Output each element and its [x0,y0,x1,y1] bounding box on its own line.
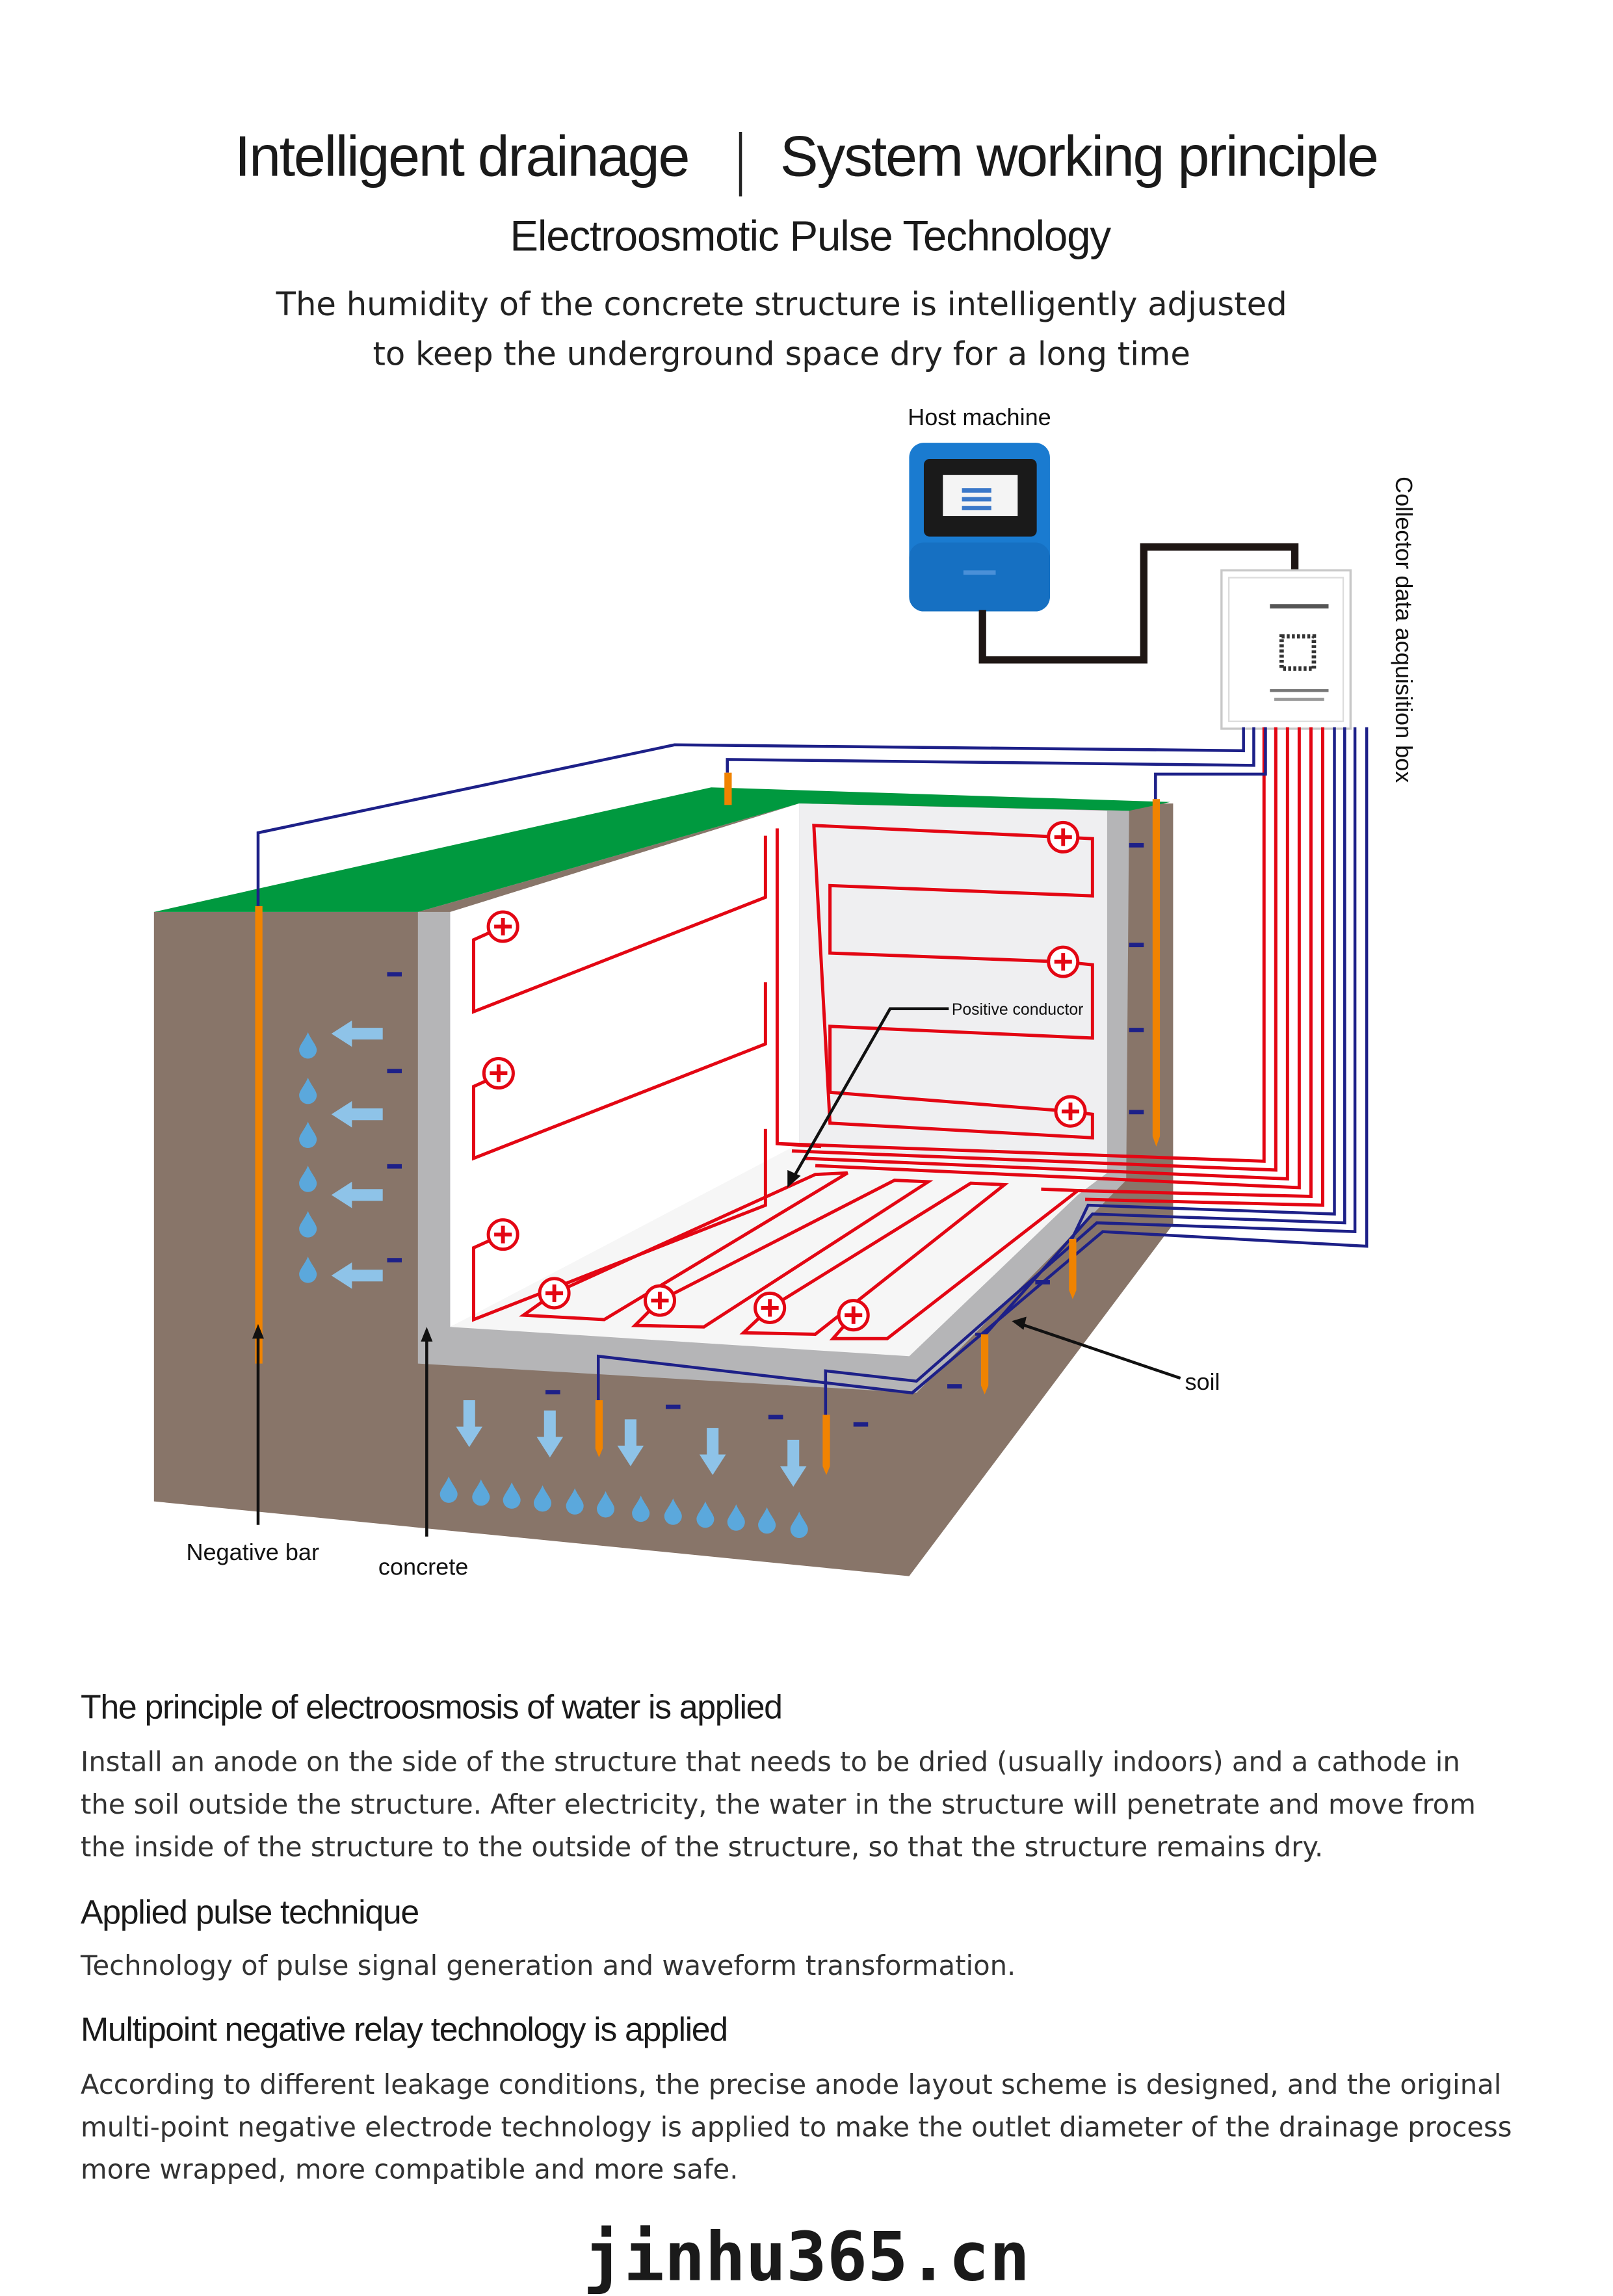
minus-icon [1129,1110,1144,1115]
water-drop-icon [299,1211,317,1238]
system-diagram: Host machine Collector data acquisition … [153,404,1417,1580]
title-left: Intelligent drainage [234,125,690,189]
negative-bars [255,772,1161,1476]
plus-icon [754,1291,787,1324]
section-text: According to different leakage condition… [81,2070,1502,2102]
left-arrow-icon [331,1262,383,1289]
minus-markers [387,842,1144,1427]
water-drop-icon [472,1479,490,1506]
subtitle: Electroosmotic Pulse Technology [510,214,1111,261]
callout-arrowheads [252,1169,1027,1342]
negative-bar-label: Negative bar [186,1539,319,1565]
section-text: multi-point negative electrode technolog… [81,2113,1512,2144]
interior-floor [450,1143,1107,1357]
plus-icon [643,1284,677,1317]
section-text: the soil outside the structure. After el… [81,1790,1476,1821]
interior-back-wall [799,803,1107,1173]
host-machine [909,443,1050,612]
minus-icon [1129,943,1144,948]
plus-icon [1047,945,1080,978]
description-line: to keep the underground space dry for a … [373,337,1190,374]
host-cable [978,543,1299,664]
anode-feed-wires [777,727,1324,1207]
water-drop-icon [299,1121,317,1149]
minus-icon [853,1422,869,1427]
plus-icon [538,1277,571,1310]
minus-icon [387,1258,402,1262]
section-text: more wrapped, more compatible and more s… [81,2155,739,2186]
water-drop-icon [534,1485,552,1512]
description-line: The humidity of the concrete structure i… [276,287,1287,324]
section-text: the inside of the structure to the outsi… [81,1833,1324,1864]
plus-markers [482,820,1087,1332]
water-drop-icon [566,1488,584,1515]
plus-icon [482,1056,515,1090]
minus-icon [947,1384,962,1389]
water-drops [299,1032,808,1539]
plus-icon [1047,820,1080,854]
water-arrows [331,1020,807,1487]
grass-surface [153,787,1170,912]
down-arrow-icon [617,1419,644,1467]
plus-icon [486,910,519,943]
minus-icon [1035,1280,1050,1285]
interior-left-wall [450,803,800,1327]
water-drop-icon [596,1491,615,1518]
section-text: Technology of pulse signal generation an… [81,1951,1016,1983]
minus-icon [387,1164,402,1169]
water-drop-icon [758,1507,776,1534]
collector-box [1220,569,1352,730]
water-drop-icon [727,1504,745,1531]
water-drop-icon [790,1511,808,1539]
section-heading: The principle of electroosmosis of water… [81,1688,783,1726]
water-drop-icon [439,1476,458,1503]
water-drop-icon [632,1495,650,1522]
soil-label: soil [1185,1368,1220,1395]
down-arrow-icon [699,1428,726,1476]
collector-label: Collector data acquisition box [1391,476,1417,783]
title-right: System working principle [780,125,1379,189]
left-arrow-icon [331,1020,383,1047]
water-drop-icon [299,1077,317,1104]
concrete-label: concrete [378,1553,468,1580]
down-arrow-icon [536,1410,564,1457]
callout-arrows [256,1007,1181,1537]
section-text: Install an anode on the side of the stru… [81,1747,1460,1779]
left-arrow-icon [331,1101,383,1128]
minus-icon [387,1069,402,1074]
water-drop-icon [299,1032,317,1059]
minus-icon [387,972,402,977]
water-drop-icon [299,1256,317,1283]
title-separator [739,131,742,197]
minus-icon [1129,1028,1144,1032]
water-drop-icon [696,1501,715,1528]
down-arrow-icon [780,1439,807,1487]
water-drop-icon [664,1498,682,1525]
plus-icon [837,1299,870,1332]
minus-icon [1129,842,1144,848]
plus-icon [486,1218,519,1251]
minus-icon [768,1415,783,1420]
water-drop-icon [503,1482,521,1509]
section-heading: Applied pulse technique [81,1892,419,1931]
minus-icon [665,1404,681,1409]
minus-icon [545,1390,560,1394]
positive-conductor-wires [472,824,1094,1340]
water-drop-icon [299,1166,317,1192]
down-arrow-icon [456,1400,483,1448]
plus-icon [1054,1095,1087,1128]
watermark: jinhu365.cn [583,2217,1030,2296]
host-machine-label: Host machine [908,404,1051,430]
positive-conductor-label: Positive conductor [952,1001,1084,1019]
section-heading: Multipoint negative relay technology is … [81,2010,728,2048]
left-arrow-icon [331,1181,383,1208]
